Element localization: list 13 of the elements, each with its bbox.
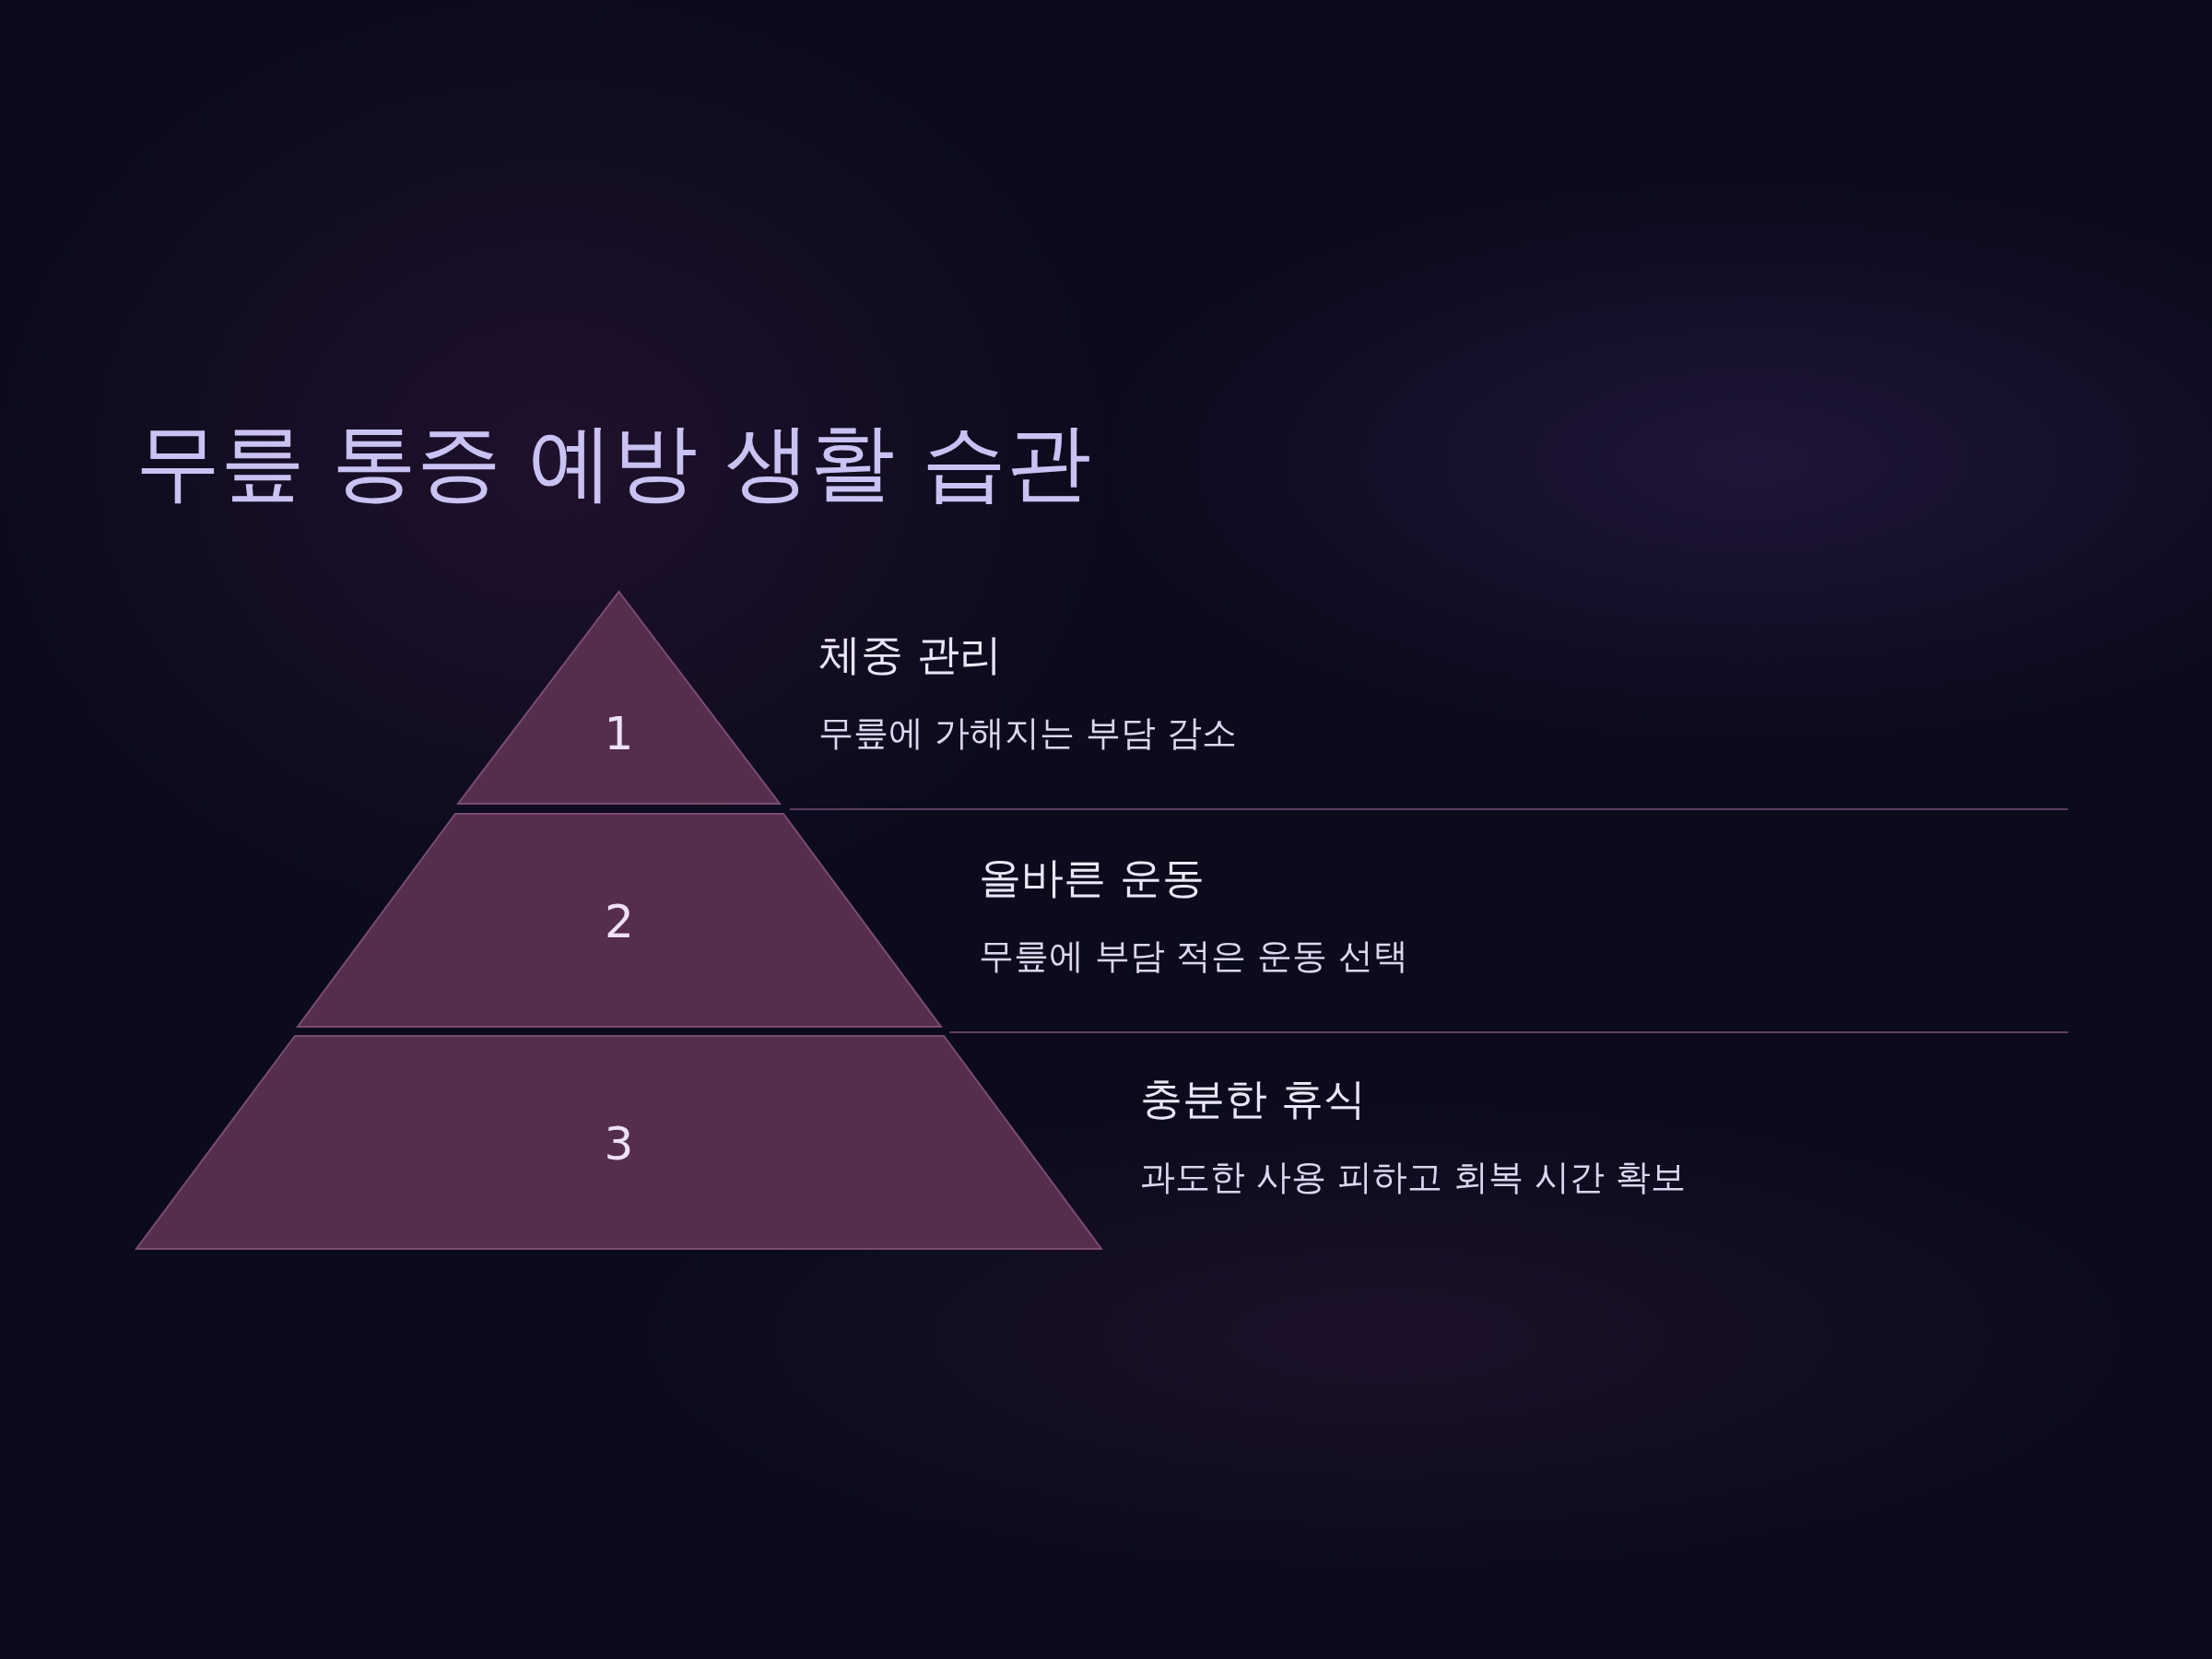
layer-number: 3 xyxy=(603,1117,635,1171)
slide-title: 무릎 통증 예방 생활 습관 xyxy=(135,412,1091,513)
pyramid-layer xyxy=(136,1036,1101,1249)
layer-number: 2 xyxy=(604,895,635,948)
pyramid-layer xyxy=(298,814,941,1027)
layer-description: 무릎에 가해지는 부담 감소 xyxy=(818,712,1238,755)
layer-description: 과도한 사용 피하고 회복 시간 확보 xyxy=(1140,1156,1687,1199)
layer-heading: 올바른 운동 xyxy=(979,852,1205,904)
layer-heading: 충분한 휴식 xyxy=(1140,1073,1366,1125)
layer-number: 1 xyxy=(603,707,635,760)
pyramid-layer xyxy=(458,592,780,804)
layer-heading: 체중 관리 xyxy=(818,629,1002,681)
layer-description: 무릎에 부담 적은 운동 선택 xyxy=(979,935,1409,978)
